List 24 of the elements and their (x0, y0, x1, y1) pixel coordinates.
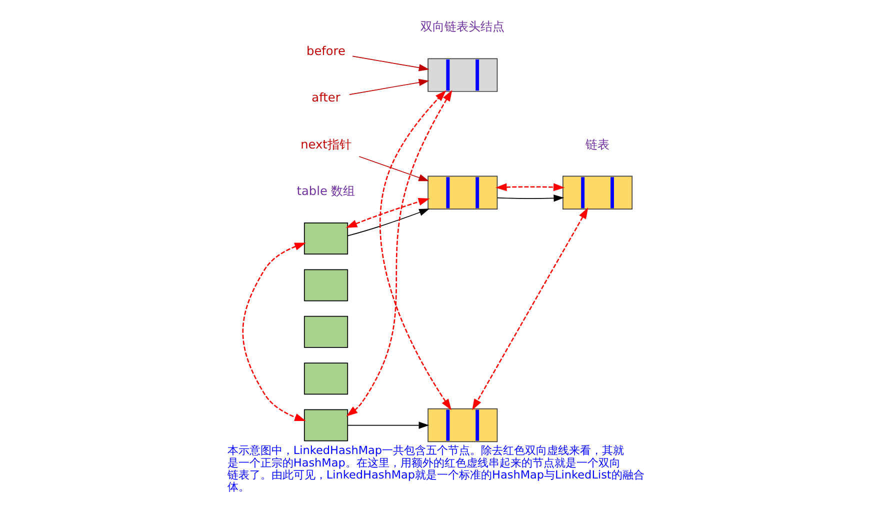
arrow (496, 194, 564, 202)
label: table 数组 (296, 184, 355, 198)
arrow (345, 198, 430, 228)
label: 链表 (585, 137, 610, 152)
arrow (352, 56, 429, 72)
arrow (346, 208, 430, 236)
node-text: before (306, 44, 345, 58)
label: 双向链表头结点 (420, 20, 504, 34)
caption: 本示意图中，LinkedHashMap一共包含五个节点。除去红色双向虚线来看，其就是一个正宗的HashMap。在这里，用额外的红色虚线串起来的节点就是一个双向链表了。由此可见，LinkedHashMap就是一个标准的HashMap与LinkedList的融合体。 (226, 444, 644, 494)
arrow (379, 90, 451, 410)
arrow (494, 183, 564, 192)
arrow (348, 78, 429, 95)
node-box (303, 316, 348, 348)
node-box (303, 269, 348, 302)
arrow (358, 156, 429, 182)
arrow (346, 422, 429, 429)
node-text: next指针 (300, 137, 351, 152)
arrow (242, 242, 306, 422)
node-box (303, 362, 348, 395)
node-box (303, 222, 348, 254)
node-text: after (311, 90, 340, 105)
node-box (303, 409, 348, 442)
arrow (346, 90, 452, 416)
arrow (472, 208, 588, 410)
